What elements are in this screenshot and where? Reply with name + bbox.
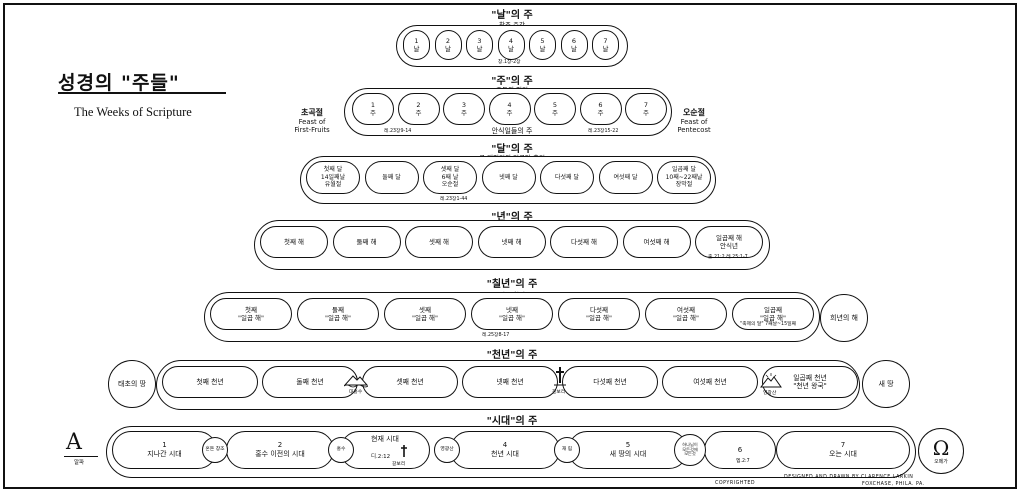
millennium-pill-5: 다섯째 천년 (562, 366, 658, 398)
seven-years-ref: 레.25장8-17 (482, 333, 510, 338)
age-pill-2: 2 홍수 이전의 시대 (226, 431, 334, 469)
cross-icon (554, 367, 566, 386)
month-pill-6: 여섯째 달 (598, 161, 653, 194)
first-fruits-title: 초곡절 (300, 108, 324, 118)
glory-mountain-label: 영광산 (763, 391, 777, 396)
ages-calvary-label: 갈보리 (392, 462, 406, 467)
seven-year-pill-7: 일곱째 "일곱 해" (732, 298, 814, 330)
day-pill-3: 3 날 (466, 30, 493, 60)
title-korean: 성경의 "주들" (58, 72, 180, 94)
month-pill-2: 둘째 달 (364, 161, 419, 194)
day-pill-4: 4 날 (497, 30, 525, 60)
seven-year-pill-3: 셋째 "일곱 해" (384, 298, 466, 330)
week-pill-7: 7 주 (625, 93, 667, 125)
weeks-ref-right: 레.23장15-22 (588, 129, 619, 134)
flood-label: 대홍수 (349, 390, 363, 395)
age-transition-circle-1: 혼돈 창조 (202, 437, 228, 463)
millennium-pill-1: 첫째 천년 (162, 366, 258, 398)
alpha-symbol: A (66, 430, 82, 455)
ages-heading: "시대"의 주 (486, 416, 538, 427)
age-transition-circle-3: 영광산 (434, 437, 460, 463)
year-pill-1: 첫째 해 (260, 226, 328, 258)
seven-year-pill-2: 둘째 "일곱 해" (297, 298, 379, 330)
present-age-ref: 디.2:12 (371, 454, 391, 460)
diagram-frame (3, 3, 1017, 489)
month-pill-3: 셋째 달 6째 날 오순절 (423, 161, 477, 194)
age-transition-circle-5: 하나님이 모든것에 모든것 (674, 434, 706, 466)
year-pill-6: 여섯째 해 (622, 226, 691, 258)
ages-cross-icon (401, 445, 407, 457)
millennium-pill-2: 둘째 천년 (262, 366, 358, 398)
age-pill-5: 5 새 땅의 시대 (568, 431, 688, 469)
age-pill-7: 7 오는 시대 (776, 431, 910, 469)
month-pill-4: 넷째 달 (481, 161, 536, 194)
first-fruits-en: Feast of First-Fruits (294, 117, 330, 134)
age-transition-circle-2: 홍수 (328, 437, 354, 463)
title-underline (58, 92, 226, 94)
weeks-ref-left: 레.23장9-14 (384, 129, 412, 134)
age-pill-4: 4 천년 시대 (450, 431, 560, 469)
title-english: The Weeks of Scripture (74, 105, 192, 119)
location-label: FOXCHASE, PHILA. PA. (862, 482, 925, 487)
age-pill-1: 1 지나간 시대 (112, 431, 217, 469)
day-pill-7: 7 날 (592, 30, 619, 60)
millennium-pill-4: 넷째 천년 (462, 366, 558, 398)
pentecost-title: 오순절 (682, 108, 706, 118)
age-pill-3: 현재 시대 (340, 431, 430, 469)
weeks-heading: "주"의 주 (491, 76, 533, 87)
day-pill-2: 2 날 (434, 30, 462, 60)
seven-years-heading: "칠년"의 주 (486, 279, 538, 290)
week-pill-5: 5 주 (534, 93, 576, 125)
omega-symbol: Ω (932, 435, 950, 460)
seven-year-pill-1: 첫째 "일곱 해" (210, 298, 292, 330)
original-earth-circle: 태초의 땅 (108, 360, 156, 408)
days-heading: "날"의 주 (491, 10, 533, 21)
alpha-label: 알파 (74, 460, 85, 466)
flood-mountain-icon (344, 375, 368, 388)
age-transition-circle-4: 재 림 (554, 437, 580, 463)
seven-years-last-note: "축제의 달" 7째날~15일째 (740, 322, 796, 327)
month-pill-1: 첫째 달 14일째날 유월절 (306, 161, 360, 194)
month-pill-5: 다섯째 달 (540, 161, 594, 194)
omega-circle: Ω 오메가 (918, 428, 964, 474)
years-heading: "년"의 주 (491, 212, 533, 223)
year-pill-5: 다섯째 해 (550, 226, 618, 258)
week-pill-2: 2 주 (397, 93, 440, 125)
week-pill-3: 3 주 (443, 93, 485, 125)
alpha-underline (64, 456, 98, 457)
jubilee-circle: 희년의 해 (820, 294, 868, 342)
seven-year-pill-6: 여섯째 "일곱 해" (645, 298, 727, 330)
day-pill-1: 1 날 (403, 30, 430, 60)
year-pill-3: 셋째 해 (405, 226, 473, 258)
years-ref: 출.21:2 레.25:1-7 (708, 255, 748, 260)
weeks-bottom-label: 안식일들의 주 (491, 127, 533, 135)
year-pill-4: 넷째 해 (477, 226, 546, 258)
months-heading: "달"의 주 (491, 144, 533, 155)
millennium-pill-6: 여섯째 천년 (662, 366, 758, 398)
month-pill-7: 일곱째 달 10째~22째날 장막절 (657, 161, 711, 194)
week-pill-6: 6 주 (579, 93, 622, 125)
year-pill-2: 둘째 해 (332, 226, 401, 258)
ages-ref6: 엡.2:7 (736, 459, 750, 464)
millennia-calvary-label: 갈보리 (552, 390, 566, 395)
seven-year-pill-4: 넷째 "일곱 해" (471, 298, 553, 330)
seven-year-pill-5: 다섯째 "일곱 해" (558, 298, 640, 330)
year-pill-7: 일곱째 해 안식년 (695, 226, 763, 258)
week-pill-4: 4 주 (488, 93, 531, 125)
omega-label: 오메가 (934, 458, 948, 465)
pentecost-en: Feast of Pentecost (677, 117, 711, 134)
millennium-pill-3: 셋째 천년 (362, 366, 458, 398)
months-ref: 레.23장1-44 (440, 197, 468, 202)
new-earth-circle: 새 땅 (862, 360, 910, 408)
designed-by-label: DESIGNED AND DRAWN BY CLARENCE LARKIN (784, 475, 914, 480)
day-pill-6: 6 날 (560, 30, 588, 60)
day-pill-5: 5 날 (529, 30, 556, 60)
days-ref: 창.1장-2장 (498, 60, 521, 65)
week-pill-1: 1 주 (352, 93, 394, 125)
millennia-heading: "천년"의 주 (486, 350, 538, 361)
glory-mountain-icon (760, 373, 782, 388)
copyright-label: COPYRIGHTED (715, 481, 756, 486)
